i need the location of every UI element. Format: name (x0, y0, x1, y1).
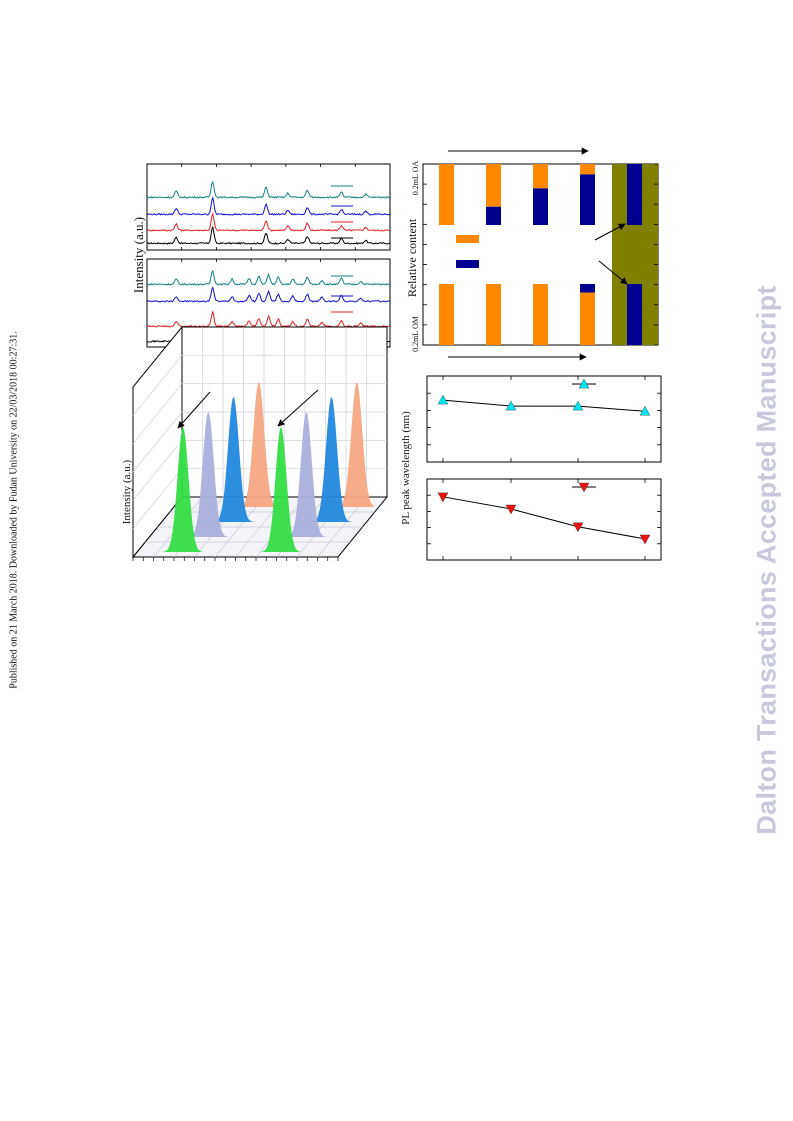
lower-callout-arrow (598, 260, 628, 285)
bottom-row-phase-b-bar (580, 284, 595, 293)
composition-bottom-row-label: 0.2mL OM (411, 316, 420, 352)
xrd-pattern-trace (146, 212, 391, 232)
xrd-upper-frame (146, 163, 391, 251)
legend-swatch-phase-b (456, 260, 479, 268)
pl-data-point (572, 400, 584, 411)
top-row-phase-b-bar (486, 206, 501, 225)
pl3d-spectrum (173, 382, 374, 507)
pl-peak-panel: PL peak wavelength (nm) (400, 375, 662, 561)
bottom-row-phase-a-bar (533, 284, 548, 345)
pl-data-point (437, 394, 449, 405)
pl-data-point (505, 504, 517, 515)
top-row-phase-b-bar (627, 164, 642, 225)
pl-data-point (505, 400, 517, 411)
top-row-phase-a-bar (439, 164, 454, 225)
pl-legend-marker (578, 378, 590, 389)
bottom-row-phase-a-bar (580, 292, 595, 345)
pl-series-line (442, 496, 646, 540)
xrd-pattern-trace (146, 269, 390, 286)
pl3d-grid-line (132, 355, 183, 416)
pl-lower-frame (426, 478, 662, 561)
xrd-pattern-trace (146, 285, 391, 303)
top-row-phase-a-bar (486, 164, 501, 207)
pl3d-grid-line (132, 440, 183, 501)
right-shift-arrow (277, 389, 319, 427)
xrd-pattern-trace (146, 180, 390, 199)
pl-legend-marker (578, 482, 590, 493)
xrd-pattern-trace (146, 310, 390, 328)
pl-data-point (572, 522, 584, 533)
composition-y-axis-label: Relative content (405, 218, 419, 297)
pl3d-grid-line (132, 383, 183, 444)
bottom-row-phase-a-bar (439, 284, 454, 345)
pl-series (437, 378, 651, 545)
xrd-panel: Intensity (a.u.) (131, 163, 391, 348)
top-row-phase-b-bar (533, 188, 548, 225)
xrd-pattern-trace (146, 195, 391, 216)
pl-y-axis-label: PL peak wavelength (nm) (400, 411, 412, 525)
upper-callout-arrow (594, 223, 626, 241)
xrd-ticks (146, 164, 391, 347)
pl-data-point (639, 534, 651, 545)
pl3d-spectrum (161, 397, 362, 522)
pl3d-spectrum (149, 412, 350, 537)
pl-3d-panel: Intensity (a.u.) (121, 325, 389, 561)
xrd-y-axis-label: Intensity (a.u.) (131, 217, 146, 293)
legend-swatch-phase-a (456, 235, 479, 243)
pl-ticks (427, 376, 661, 560)
pl3d-grid-line (132, 411, 183, 473)
bottom-row-phase-b-bar (627, 284, 642, 345)
pl3d-peaks (137, 382, 374, 552)
left-shift-arrow (177, 391, 211, 429)
pl3d-y-axis-label: Intensity (a.u.) (121, 459, 133, 524)
composition-ticks (423, 163, 658, 346)
pl-data-point (437, 492, 449, 503)
top-row-phase-b-bar (580, 174, 595, 225)
pl-series-line (442, 399, 646, 412)
xrd-traces (146, 180, 391, 343)
bottom-row-phase-a-bar (486, 284, 501, 345)
composition-panel: Relative content 0.2mL OA 0.2mL OM (405, 147, 659, 361)
pl-data-point (639, 405, 651, 416)
pl3d-spectrum (137, 427, 337, 552)
pl3d-grid-line (132, 468, 183, 529)
composition-top-row-label: 0.2mL OA (411, 161, 420, 196)
top-row-phase-a-bar (580, 164, 595, 175)
xrd-pattern-trace (146, 225, 391, 245)
composition-bars (439, 164, 642, 345)
top-row-phase-a-bar (533, 164, 548, 189)
pl-upper-frame (426, 375, 662, 463)
